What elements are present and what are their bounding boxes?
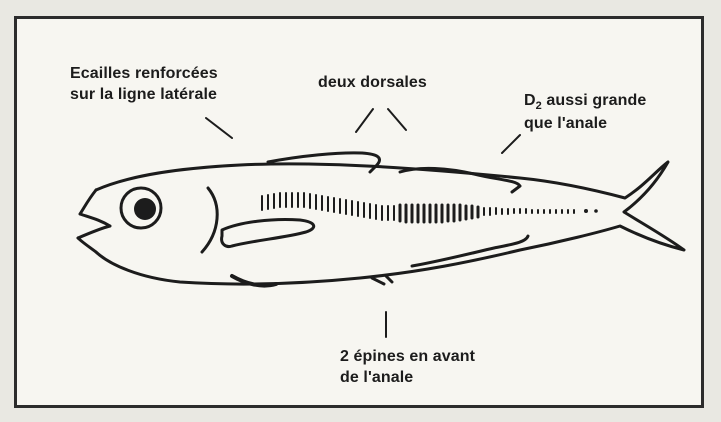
fish-mouth [78, 190, 110, 238]
label-d2-anal-line1: D2 aussi grande [524, 90, 646, 113]
pectoral-fin [222, 219, 314, 246]
fish-body-outline [78, 162, 684, 284]
label-anal-spines-line2: de l'anale [340, 367, 475, 388]
label-anal-spines-line1: 2 épines en avant [340, 346, 475, 367]
lateral-line-reinforced [400, 205, 598, 222]
label-anal-spines: 2 épines en avant de l'anale [340, 346, 475, 388]
fish-operculum [202, 188, 217, 252]
pointer-dorsal-2 [388, 109, 406, 130]
label-d2-letter: D [524, 92, 536, 109]
pointer-d2 [502, 135, 520, 153]
label-reinforced-scales-line1: Ecailles renforcées [70, 63, 218, 84]
label-d2-subscript: 2 [536, 100, 542, 112]
label-d2-text: aussi grande [542, 92, 646, 109]
label-d2-anal: D2 aussi grande que l'anale [524, 90, 646, 134]
pointer-scales [206, 118, 232, 138]
label-d2-anal-line2: que l'anale [524, 113, 646, 134]
lateral-line-scutes [262, 193, 394, 220]
label-reinforced-scales-line2: sur la ligne latérale [70, 84, 218, 105]
pointer-dorsal-1 [356, 109, 373, 132]
label-two-dorsals-line1: deux dorsales [318, 72, 427, 93]
second-dorsal-fin [400, 168, 520, 192]
label-reinforced-scales: Ecailles renforcées sur la ligne latéral… [70, 63, 218, 105]
fish-pupil [134, 198, 156, 220]
label-two-dorsals: deux dorsales [318, 72, 427, 93]
